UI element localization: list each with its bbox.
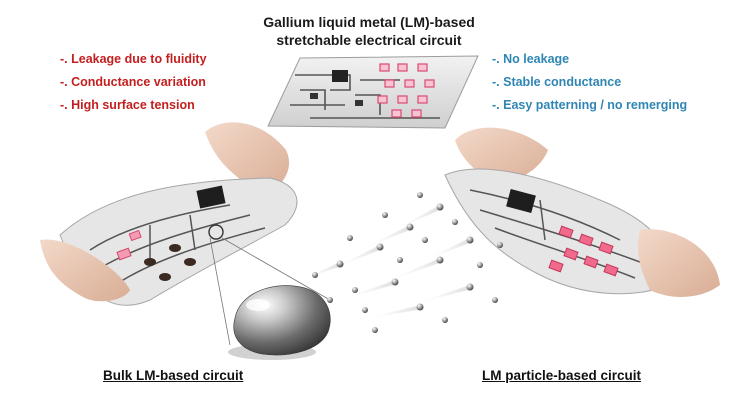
pros-item: -. Stable conductance [492,75,622,89]
flat-circuit-board [267,55,479,129]
cons-item: -. High surface tension [60,98,195,112]
left-ic-chip-icon [196,185,226,209]
zoom-lines [209,237,331,346]
cons-item: -. Conductance variation [60,75,206,89]
right-stretchable-circuit [444,168,673,295]
caption-lm-particle: LM particle-based circuit [482,368,642,383]
pros-item: -. No leakage [492,52,570,66]
zoom-circle [208,224,224,240]
title-line-2: stretchable electrical circuit [276,32,462,48]
right-ic-chip-icon [506,188,536,214]
pros-list: -. No leakage -. Stable conductance -. E… [492,51,687,120]
lm-particles [300,192,503,333]
caption-bulk-lm: Bulk LM-based circuit [103,368,244,383]
cons-item: -. Leakage due to fluidity [60,52,207,66]
ic-chip-icon [332,70,348,82]
right-lower-hand [638,229,720,297]
diagram-title: Gallium liquid metal (LM)-based stretcha… [0,13,738,49]
pros-item: -. Easy patterning / no remerging [492,98,688,112]
title-line-1: Gallium liquid metal (LM)-based [263,14,475,30]
cons-list: -. Leakage due to fluidity -. Conductanc… [60,51,207,120]
left-lower-hand [40,239,130,302]
bulk-lm-droplet [228,285,331,360]
left-stretchable-circuit [59,177,298,306]
